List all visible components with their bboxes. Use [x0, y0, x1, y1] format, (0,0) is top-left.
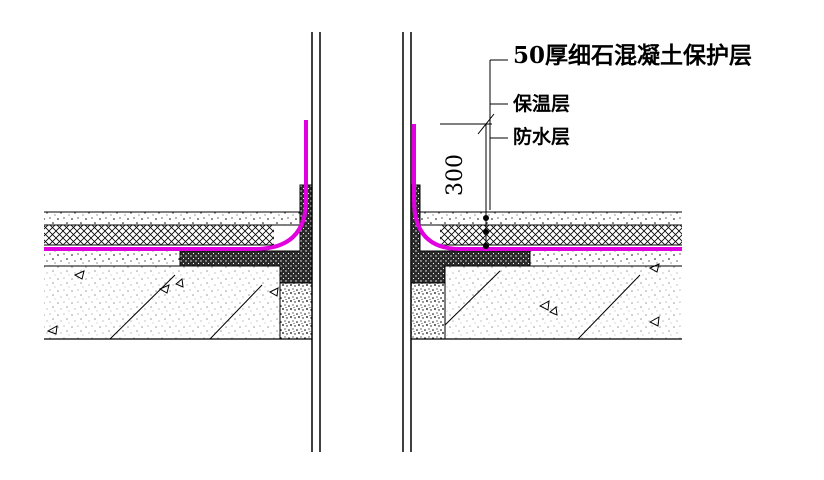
right-wall-block [410, 282, 446, 340]
left-protection-layer [44, 212, 300, 225]
left-slab [44, 266, 280, 339]
left-waterproof-membrane [44, 120, 308, 251]
left-screed-layer [44, 251, 180, 266]
protection-layer-label: 50厚细石混凝土保护层 [513, 42, 753, 69]
dimension-value: 300 [443, 154, 468, 196]
insulation-layer-label: 保温层 [513, 93, 571, 115]
right-insulation-layer [440, 225, 682, 245]
right-waterproof-membrane [412, 124, 682, 251]
waterproof-layer-label: 防水层 [513, 126, 571, 148]
left-wall-block [279, 282, 313, 340]
left-insulation-layer [44, 225, 274, 245]
right-assembly [402, 32, 682, 452]
right-screed-layer [530, 251, 682, 266]
right-slab [445, 266, 682, 339]
left-assembly [44, 32, 321, 452]
right-protection-layer [420, 212, 682, 225]
